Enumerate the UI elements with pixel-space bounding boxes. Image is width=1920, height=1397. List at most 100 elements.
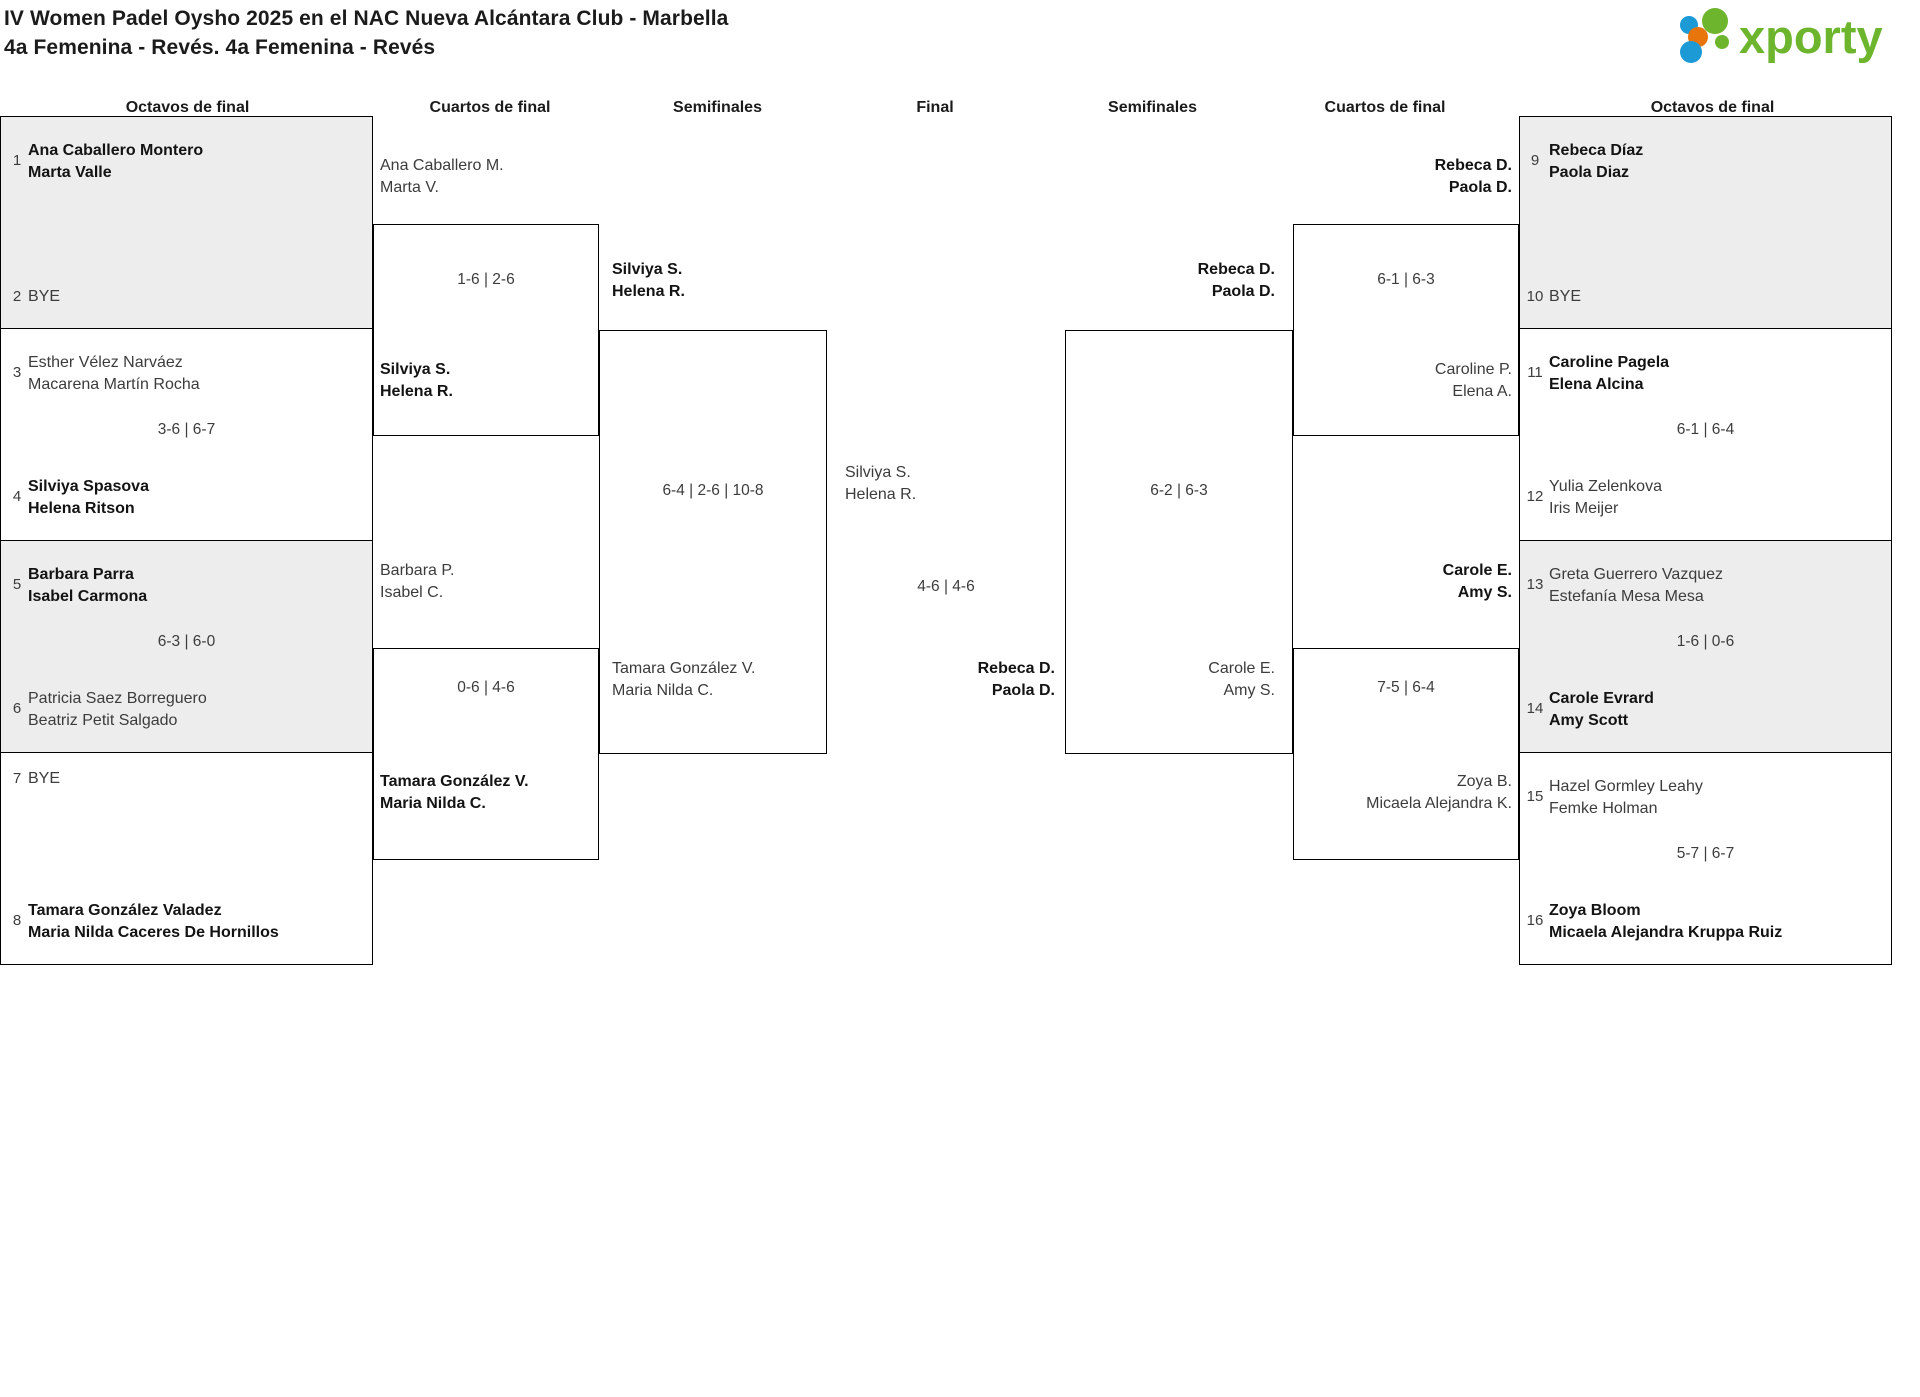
team-name: Maria Nilda C. [380, 795, 486, 812]
team-name: Marta Valle [28, 164, 112, 181]
match-score: 7-5 | 6-4 [1377, 679, 1435, 696]
match-score: 6-1 | 6-3 [1377, 271, 1435, 288]
seed-number: 2 [12, 288, 22, 305]
match-score: 5-7 | 6-7 [1676, 845, 1735, 862]
team-name: Zoya Bloom [1549, 902, 1641, 919]
team-name: Paola Diaz [1549, 164, 1630, 181]
seed-number: 1 [12, 152, 22, 169]
team-name: Greta Guerrero Vazquez [1549, 566, 1724, 583]
team-name: Amy S. [1223, 682, 1275, 699]
team-name: Rebeca D. [1434, 157, 1512, 174]
team-name: Rebeca D. [1197, 261, 1275, 278]
team-name: Maria Nilda C. [612, 682, 714, 699]
r16-match-4[interactable] [0, 752, 373, 965]
team-name: Barbara P. [380, 562, 455, 579]
round-heading-right-r16: Octavos de final [1650, 99, 1775, 116]
team-name: Barbara Parra [28, 566, 134, 583]
seed-number: 15 [1526, 788, 1544, 805]
team-name: Macarena Martín Rocha [28, 376, 200, 393]
seed-number: 16 [1526, 912, 1544, 929]
team-name: Esther Vélez Narváez [28, 354, 183, 371]
match-score: 1-6 | 2-6 [457, 271, 515, 288]
xporty-logo[interactable]: xporty [1667, 8, 1902, 64]
match-score: 6-1 | 6-4 [1676, 421, 1735, 438]
team-name: Helena R. [612, 283, 685, 300]
team-name: Micaela Alejandra Kruppa Ruiz [1549, 924, 1783, 941]
title-line-2: 4a Femenina - Revés. 4a Femenina - Revés [4, 36, 436, 59]
team-name: Helena R. [380, 383, 453, 400]
title-line-1: IV Women Padel Oysho 2025 en el NAC Nuev… [4, 7, 729, 30]
right-qf-match-1[interactable] [1293, 224, 1519, 436]
team-name: Silviya S. [845, 464, 911, 481]
match-score: 6-4 | 2-6 | 10-8 [662, 482, 764, 499]
seed-number: 14 [1526, 700, 1544, 717]
round-heading-left-qf: Cuartos de final [429, 99, 551, 116]
seed-number: 10 [1526, 288, 1544, 305]
team-name: Iris Meijer [1549, 500, 1619, 517]
seed-number: 5 [12, 576, 22, 593]
team-name: Maria Nilda Caceres De Hornillos [28, 924, 279, 941]
team-name: Silviya Spasova [28, 478, 149, 495]
team-name: Isabel C. [380, 584, 444, 601]
seed-number: 13 [1526, 576, 1544, 593]
seed-number: 9 [1530, 152, 1540, 169]
bye-label: BYE [28, 288, 61, 305]
team-name: Carole E. [1208, 660, 1275, 677]
team-name: Silviya S. [380, 361, 451, 378]
team-name: Yulia Zelenkova [1549, 478, 1662, 495]
seed-number: 11 [1527, 364, 1543, 381]
team-name: Marta V. [380, 179, 439, 196]
team-name: Zoya B. [1456, 773, 1512, 790]
team-name: Carole Evrard [1549, 690, 1654, 707]
team-name: Estefanía Mesa Mesa [1549, 588, 1704, 605]
team-name: Beatriz Petit Salgado [28, 712, 178, 729]
qf-match-2[interactable] [373, 648, 599, 860]
match-score: 3-6 | 6-7 [157, 421, 216, 438]
team-name: Helena R. [845, 486, 917, 503]
team-name: Tamara González V. [380, 773, 529, 790]
seed-number: 12 [1526, 488, 1544, 505]
team-name: Elena A. [1452, 383, 1512, 400]
match-score: 4-6 | 4-6 [917, 578, 975, 595]
team-name: Hazel Gormley Leahy [1549, 778, 1703, 795]
team-name: Tamara González Valadez [28, 902, 222, 919]
team-name: Silviya S. [612, 261, 683, 278]
bye-label: BYE [28, 770, 61, 787]
team-name: Micaela Alejandra K. [1366, 795, 1512, 812]
sf-match-1[interactable] [599, 330, 827, 754]
match-score: 1-6 | 0-6 [1676, 633, 1735, 650]
team-name: Paola D. [1211, 283, 1275, 300]
r16-shade-3 [1, 541, 372, 752]
round-heading-right-sf: Semifinales [1108, 99, 1197, 116]
team-name: Carole E. [1442, 562, 1512, 579]
seed-number: 8 [12, 912, 22, 929]
right-sf-match-1[interactable] [1065, 330, 1293, 754]
team-name: Ana Caballero Montero [28, 142, 204, 159]
seed-number: 6 [12, 700, 22, 717]
qf-match-1[interactable] [373, 224, 599, 436]
team-name: Patricia Saez Borreguero [28, 690, 207, 707]
r16-shade-1 [1, 117, 372, 328]
team-name: Rebeca D. [977, 660, 1055, 677]
page-title: IV Women Padel Oysho 2025 en el NAC Nuev… [4, 4, 728, 62]
team-name: Femke Holman [1549, 800, 1658, 817]
team-name: Isabel Carmona [28, 588, 148, 605]
team-name: Amy S. [1457, 584, 1512, 601]
team-name: Helena Ritson [28, 500, 135, 517]
right-r16-match-4[interactable] [1519, 752, 1892, 965]
seed-number: 4 [12, 488, 22, 505]
team-name: Caroline P. [1434, 361, 1512, 378]
right-r16-shade-3 [1520, 541, 1891, 752]
bye-label: BYE [1549, 288, 1582, 305]
round-heading-right-qf: Cuartos de final [1324, 99, 1446, 116]
seed-number: 3 [12, 364, 22, 381]
right-r16-shade-1 [1520, 117, 1891, 328]
round-heading-left-sf: Semifinales [673, 99, 762, 116]
team-name: Amy Scott [1549, 712, 1629, 729]
team-name: Paola D. [991, 682, 1055, 699]
right-qf-match-2[interactable] [1293, 648, 1519, 860]
team-name: Caroline Pagela [1549, 354, 1670, 371]
round-heading-final: Final [916, 99, 954, 116]
team-name: Tamara González V. [612, 660, 756, 677]
team-name: Elena Alcina [1549, 376, 1644, 393]
